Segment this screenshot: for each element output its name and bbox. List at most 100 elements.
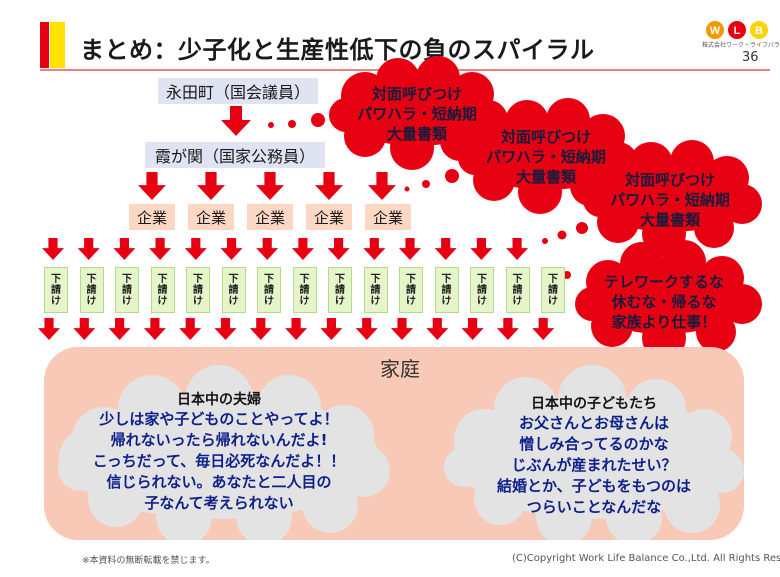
arrow-down-icon [149,238,172,260]
subcontractor-box: 下請け [470,267,494,313]
cloud-line: 休むな・帰るな [611,293,717,311]
subcontractor-box: 下請け [292,267,317,313]
page-number: 36 [742,50,759,65]
copyright: (C)Copyright Work Life Balance Co.,Ltd. … [512,553,780,564]
subcontractor-char: 下 [299,273,310,285]
arrow-down-icon [184,238,207,260]
subcontractor-char: け [264,295,274,307]
couples-line: 少しは家や子どものことやってよ！ [99,410,339,428]
page-title: まとめ：少子化と生産性低下の負のスパイラル [80,36,595,64]
arrow-down-icon [355,318,378,340]
company-logo: W L B [706,21,768,39]
cloud-line: パワハラ・短納期 [357,105,477,123]
cloud-line: 対面呼びつけ [371,85,462,103]
arrow-down-icon [320,318,343,340]
cloud-line: 対面呼びつけ [624,171,715,189]
subcontractor-char: け [51,295,61,307]
subcontractor-char: 請 [264,284,274,296]
arrow-down-icon [532,318,555,340]
arrow-down-icon [434,238,457,260]
arrow-down-icon [291,238,314,260]
arrow-down-icon [214,318,237,340]
couples-speech: 日本中の夫婦 少しは家や子どものことやってよ！ 帰れないったら帰れないんだよ! … [64,389,374,514]
subcontractor-box: 下請け [115,267,139,313]
trail-dot [422,180,430,188]
subcontractor-box: 下請け [79,267,104,313]
couples-title: 日本中の夫婦 [177,392,261,408]
children-line: お父さんとお母さんは [518,414,669,432]
trail-dot [268,122,274,128]
children-line: じぶんが産まれたせい？ [511,456,677,474]
arrow-down-icon [256,172,284,200]
arrow-down-icon [73,318,96,340]
title-accent-yellow [50,22,65,68]
subcontractor-char: け [441,295,452,307]
arrow-down-icon [256,238,279,260]
trail-dot [542,238,548,244]
subcontractor-box: 下請け [328,267,352,313]
subcontractor-char: 請 [548,284,558,296]
trail-dot [557,230,567,240]
trail-dot [288,120,296,128]
arrow-row-to-subcontractors [42,238,529,260]
arrow-down-icon [143,318,166,340]
subcontractor-char: け [512,295,523,307]
cloud-line: テレワークするな [603,273,724,291]
subcontractor-char: け [193,295,203,307]
company-box: 企業 [129,204,175,230]
subcontractor-box: 下請け [257,267,281,313]
subcontractor-char: 下 [548,273,558,285]
parliament-box: 永田町（国会議員） [158,78,318,104]
subcontractor-char: け [86,295,97,307]
arrow-down-icon [470,238,493,260]
subcontractor-box: 下請け [150,267,175,313]
subcontractor-char: け [548,295,558,307]
arrow-down-icon [42,238,64,260]
subcontractor-char: 下 [477,273,487,285]
subcontractor-box: 下請け [505,267,530,313]
cloud-line: 家族より仕事！ [611,313,717,331]
company-box: 企業 [365,204,411,230]
arrow-down-icon [77,238,100,260]
arrow-row-to-family [38,318,555,340]
arrow-down-icon [179,318,202,340]
company-box: 企業 [247,204,293,230]
company-box: 企業 [306,204,352,230]
trail-dot [445,169,459,183]
couples-line: 帰れないったら帰れないんだよ! [110,431,328,449]
arrow-down-icon [285,318,308,340]
arrow-down-icon [221,106,251,136]
subcontractor-char: 下 [228,273,239,285]
subcontractor-char: 請 [406,284,416,296]
couples-line: 子なんて考えられない [144,494,294,512]
subcontractor-char: 請 [193,284,203,296]
subcontractor-box: 下請け [186,267,210,313]
subcontractor-char: け [406,295,416,307]
subcontractor-char: 下 [51,273,61,285]
subcontractor-char: け [122,295,132,307]
subcontractor-char: 請 [299,284,310,296]
red-cloud-1 [329,56,508,170]
subcontractor-box: 下請け [399,267,423,313]
arrow-down-icon [108,318,131,340]
arrow-down-icon [249,318,272,340]
arrow-down-icon [113,238,136,260]
subcontractor-char: 下 [86,273,97,285]
children-speech: 日本中の子どもたち お父さんとお母さんは 憎しみ合ってるのかな じぶんが産まれた… [464,393,724,518]
arrow-down-icon [461,318,484,340]
subcontractor-char: け [370,295,381,307]
subcontractor-box: 下請け [434,267,459,313]
arrow-down-icon [506,238,529,260]
arrow-down-icon [496,318,519,340]
family-label: 家庭 [380,357,420,381]
subcontractor-char: 下 [122,273,132,285]
subcontractor-char: 下 [406,273,416,285]
children-line: つらいことなんだな [526,498,662,516]
subcontractor-box: 下請け [221,267,246,313]
subcontractor-char: け [228,295,239,307]
speech-clouds [58,365,744,540]
couples-line: こっちだって、毎日必死なんだよ！！ [92,452,346,470]
subcontractor-char: け [477,295,487,307]
cloud-line: 大量書類 [386,125,447,143]
subcontractor-char: 請 [51,284,61,296]
